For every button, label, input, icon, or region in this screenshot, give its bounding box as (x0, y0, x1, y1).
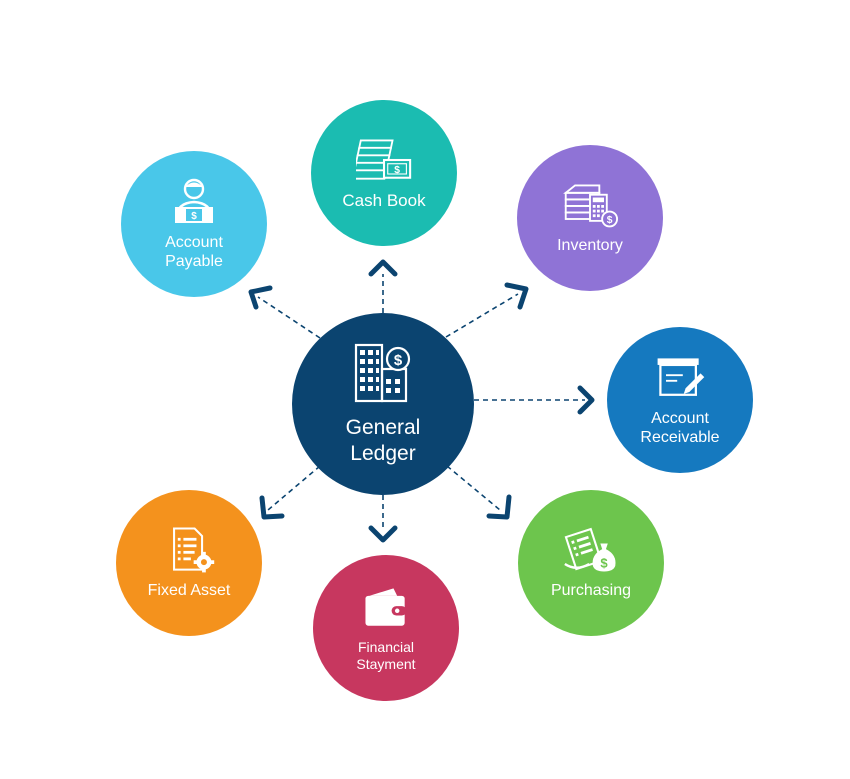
arrowhead-cash-book (368, 259, 398, 277)
document-gear-icon (173, 527, 215, 573)
fixed-asset-node[interactable]: Fixed Asset (116, 490, 262, 636)
wallet-icon (365, 588, 407, 626)
connector-fixed-asset (267, 465, 321, 511)
cash-book-label-line: Cash Book (342, 190, 426, 210)
inventory-label: Inventory (557, 236, 623, 255)
arrowhead-inventory (504, 282, 529, 310)
account-payable-label-line: Account (165, 233, 223, 251)
purchasing-label-line: Purchasing (550, 582, 632, 600)
account-receivable-node[interactable]: Account Receivable (607, 327, 753, 473)
receipt-money-bag-icon: $ (564, 528, 616, 572)
account-payable-node[interactable]: $ Account Payable (121, 151, 267, 297)
cash-stack-icon: $ (356, 139, 412, 180)
financial-stayment-label: Financial Stayment (356, 639, 415, 673)
financial-stayment-label-line: Financial (357, 639, 414, 656)
purchasing-node[interactable]: $ Purchasing (518, 490, 664, 636)
svg-text:$: $ (394, 352, 403, 369)
arrowhead-fixed-asset (259, 495, 285, 520)
general-ledger-label: General Ledger (346, 415, 421, 468)
general-ledger-node[interactable]: $ General Ledger (292, 313, 474, 495)
account-payable-label-line: Payable (165, 253, 223, 270)
connector-inventory (445, 293, 519, 338)
financial-stayment-label-line: Stayment (356, 656, 416, 672)
inventory-label-line: Inventory (557, 237, 623, 255)
svg-text:$: $ (600, 556, 608, 571)
financial-stayment-node[interactable]: Financial Stayment (313, 555, 459, 701)
account-receivable-label: Account Receivable (640, 409, 719, 447)
connector-account-payable (257, 296, 321, 339)
general-ledger-label-line: Ledger (350, 442, 416, 465)
document-box-pen-icon (657, 358, 705, 396)
arrowhead-financial-stayment (368, 525, 398, 543)
cash-book-node[interactable]: $ Cash Book (311, 100, 457, 246)
svg-text:$: $ (607, 216, 613, 227)
account-payable-label: Account Payable (165, 233, 223, 271)
inventory-node[interactable]: $ Inventory (517, 145, 663, 291)
connector-purchasing (446, 465, 501, 511)
arrowhead-purchasing (486, 494, 512, 520)
arrowhead-account-receivable (577, 385, 595, 415)
clerk-icon: $ (175, 178, 213, 223)
svg-text:$: $ (394, 165, 400, 176)
office-buildings-dollar-icon: $ (354, 343, 411, 402)
account-receivable-label-line: Account (651, 409, 709, 427)
general-ledger-label-line: General (345, 415, 421, 439)
fixed-asset-label-line: Fixed Asset (147, 582, 231, 600)
cash-book-label: Cash Book (342, 191, 425, 211)
fixed-asset-label: Fixed Asset (148, 581, 231, 600)
account-receivable-label-line: Receivable (640, 429, 720, 446)
purchasing-label: Purchasing (551, 581, 631, 600)
inventory-calculator-icon: $ (563, 184, 618, 228)
arrowhead-account-payable (248, 285, 273, 310)
svg-text:$: $ (191, 211, 197, 222)
